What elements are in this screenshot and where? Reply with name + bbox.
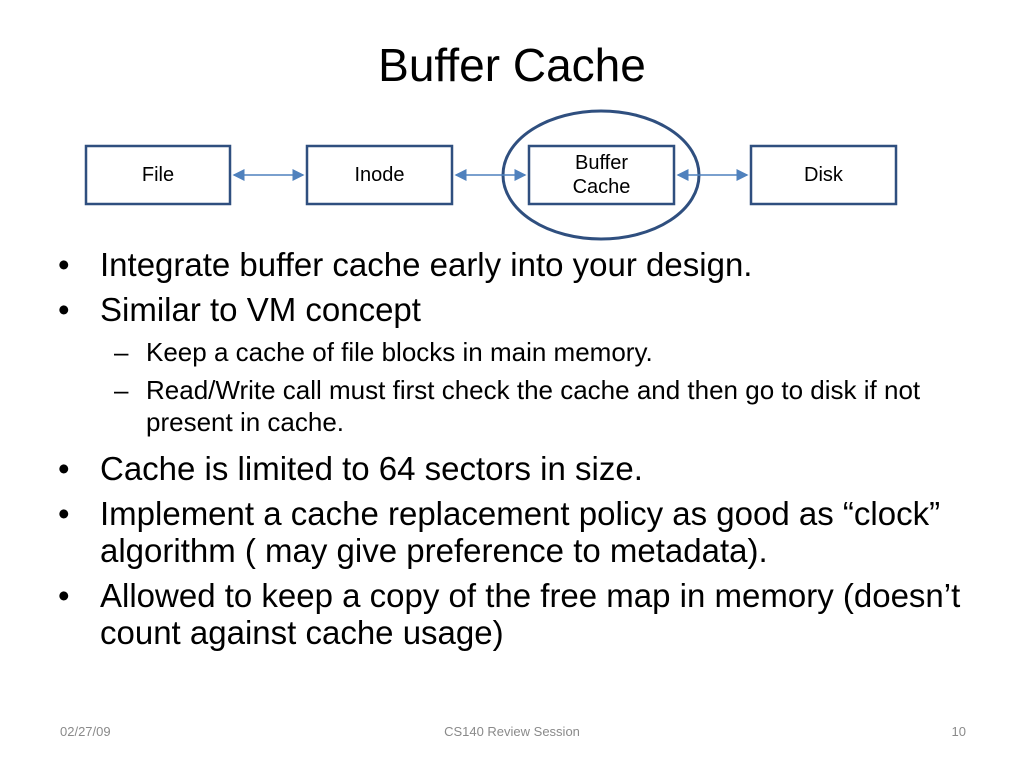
box-label-inode: Inode: [354, 164, 405, 186]
sub-bullet-text: Keep a cache of file blocks in main memo…: [146, 337, 653, 367]
bullet-item: • Allowed to keep a copy of the free map…: [58, 577, 988, 651]
bullet-text: Similar to VM concept: [100, 291, 421, 328]
diagram-box-inode: Inode: [305, 144, 454, 206]
bullet-icon: •: [58, 291, 70, 328]
bullet-item: • Implement a cache replacement policy a…: [58, 495, 988, 569]
sub-bullet-item: – Read/Write call must first check the c…: [58, 374, 988, 438]
bullet-icon: •: [58, 450, 70, 487]
diagram-box-buffer-cache: Buffer Cache: [527, 144, 676, 206]
box-label-file: File: [141, 164, 175, 186]
dash-icon: –: [114, 337, 129, 367]
slide-title: Buffer Cache: [378, 39, 646, 91]
slide-number: 10: [951, 724, 966, 739]
bullet-list: • Integrate buffer cache early into your…: [58, 246, 988, 659]
bullet-text: Implement a cache replacement policy as …: [100, 495, 941, 569]
footer-date: 02/27/09: [60, 724, 111, 739]
box-label-cache: Cache: [572, 176, 631, 198]
diagram-box-file: File: [84, 144, 232, 206]
box-label-buffer: Buffer: [575, 152, 628, 174]
bullet-icon: •: [58, 495, 70, 532]
bullet-icon: •: [58, 577, 70, 614]
bullet-text: Integrate buffer cache early into your d…: [100, 246, 753, 283]
bullet-item: • Integrate buffer cache early into your…: [58, 246, 988, 283]
dash-icon: –: [114, 375, 129, 405]
diagram-box-disk: Disk: [749, 144, 898, 206]
bullet-icon: •: [58, 246, 70, 283]
bullet-text: Allowed to keep a copy of the free map i…: [100, 577, 961, 651]
box-label-disk: Disk: [804, 164, 843, 186]
bullet-item: • Cache is limited to 64 sectors in size…: [58, 450, 988, 487]
sub-bullet-text: Read/Write call must first check the cac…: [146, 375, 921, 437]
bullet-text: Cache is limited to 64 sectors in size.: [100, 450, 643, 487]
footer-presentation-title: CS140 Review Session: [444, 724, 580, 739]
sub-bullet-item: – Keep a cache of file blocks in main me…: [58, 336, 988, 368]
bullet-item: • Similar to VM concept: [58, 291, 988, 328]
flow-diagram: File Inode Buffer Cache Disk: [84, 109, 898, 241]
